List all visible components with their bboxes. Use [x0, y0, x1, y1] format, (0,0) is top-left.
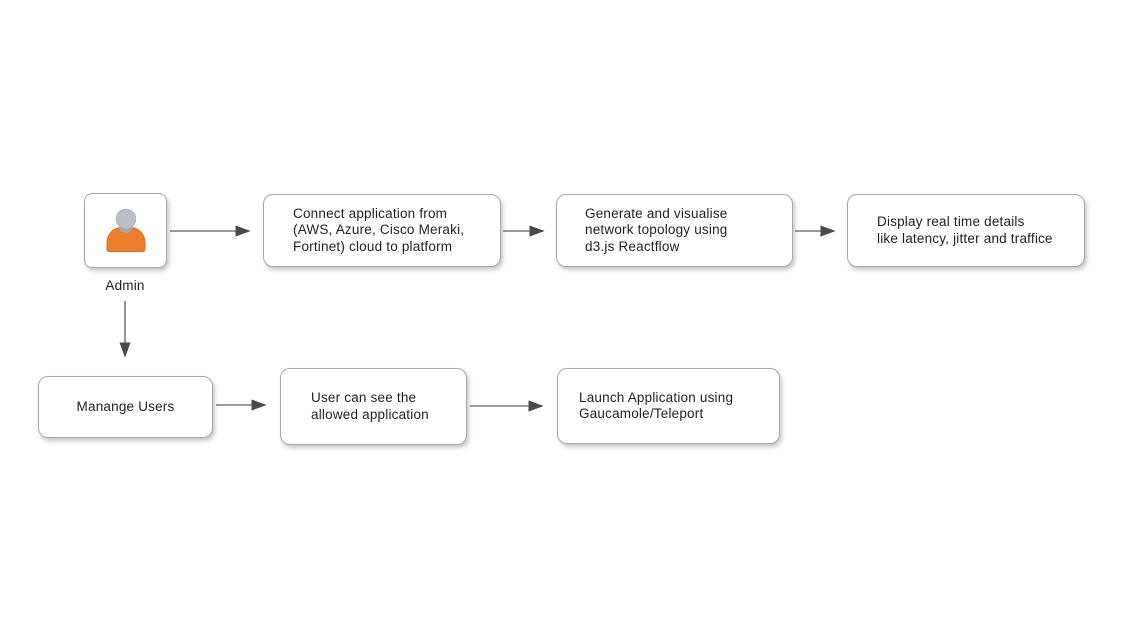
node-text-line: d3.js Reactflow [585, 238, 680, 254]
node-text-line: Connect application from [293, 205, 448, 221]
flow-node-manage-users: Manange Users [38, 376, 213, 438]
node-text-line: network topology using [585, 222, 728, 238]
node-text-line: Gaucamole/Teleport [579, 406, 704, 421]
node-text-line: Manange Users [76, 398, 175, 414]
flow-node-realtime-details: Display real time details like latency, … [847, 194, 1085, 267]
node-text-line: allowed application [311, 406, 429, 422]
admin-node [84, 193, 167, 268]
flow-node-allowed-application: User can see the allowed application [280, 368, 467, 445]
person-icon [106, 208, 145, 252]
node-text-line: Fortinet) cloud to platform [293, 238, 453, 254]
flow-node-launch-application: Launch Application using Gaucamole/Telep… [557, 368, 780, 444]
node-text-line: (AWS, Azure, Cisco Meraki, [293, 222, 465, 238]
admin-label: Admin [105, 278, 145, 293]
flow-node-network-topology: Generate and visualise network topology … [556, 194, 793, 267]
node-text-line: Generate and visualise [585, 205, 728, 221]
flow-node-connect-application: Connect application from (AWS, Azure, Ci… [263, 194, 501, 267]
node-text-line: like latency, jitter and traffice [877, 230, 1053, 246]
node-text-line: Display real time details [877, 214, 1025, 229]
node-text-line: User can see the [311, 390, 417, 405]
node-text-line: Launch Application using [579, 389, 734, 405]
